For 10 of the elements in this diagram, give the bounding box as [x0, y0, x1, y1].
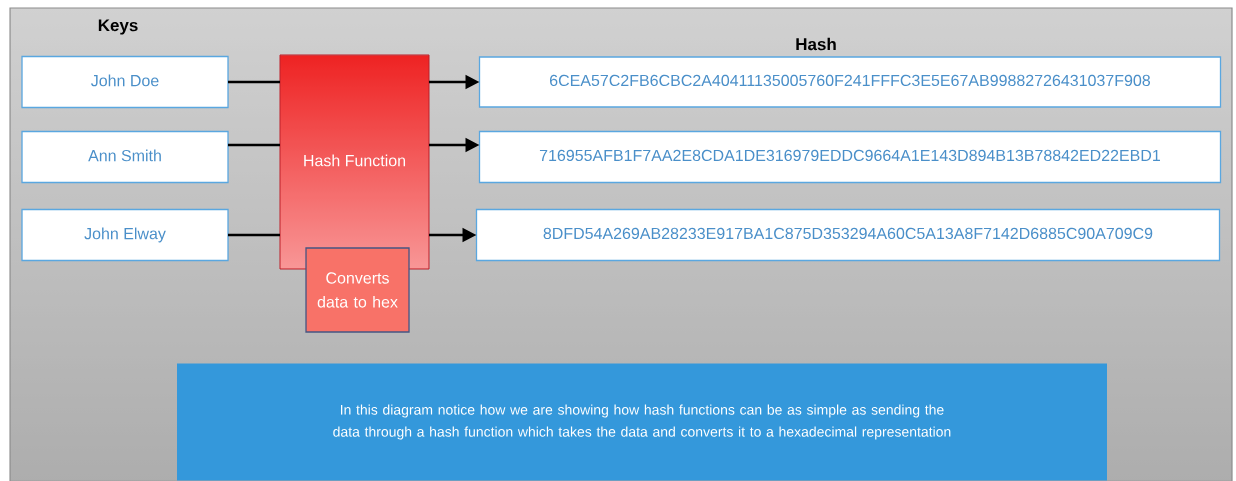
hash-value-box: 8DFD54A269AB28233E917BA1C875D353294A60C5A13A8F7142D6885C90A709C9 — [475, 208, 1221, 262]
hash-function-box: Hash Function — [279, 54, 430, 270]
hash-value-box: 716955AFB1F7AA2E8CDA1DE316979EDDC9664A1E143D894B13B78842ED22EBD1 — [478, 130, 1222, 184]
column-heading: Keys — [98, 19, 138, 35]
key-box: John Elway — [21, 208, 229, 262]
key-box: Ann Smith — [21, 130, 229, 184]
conversion-box: Converts data to hex — [305, 247, 410, 333]
hash-value-box: 6CEA57C2FB6CBC2A40411135005760F241FFFC3E5E67AB99882726431037F908 — [478, 56, 1222, 108]
note-box: In this diagram notice how we are showing how hash functions can be as simple as sending the data through a hash function which takes the data and converts it to a hexadecimal representation — [177, 363, 1107, 481]
key-box: John Doe — [21, 55, 229, 109]
